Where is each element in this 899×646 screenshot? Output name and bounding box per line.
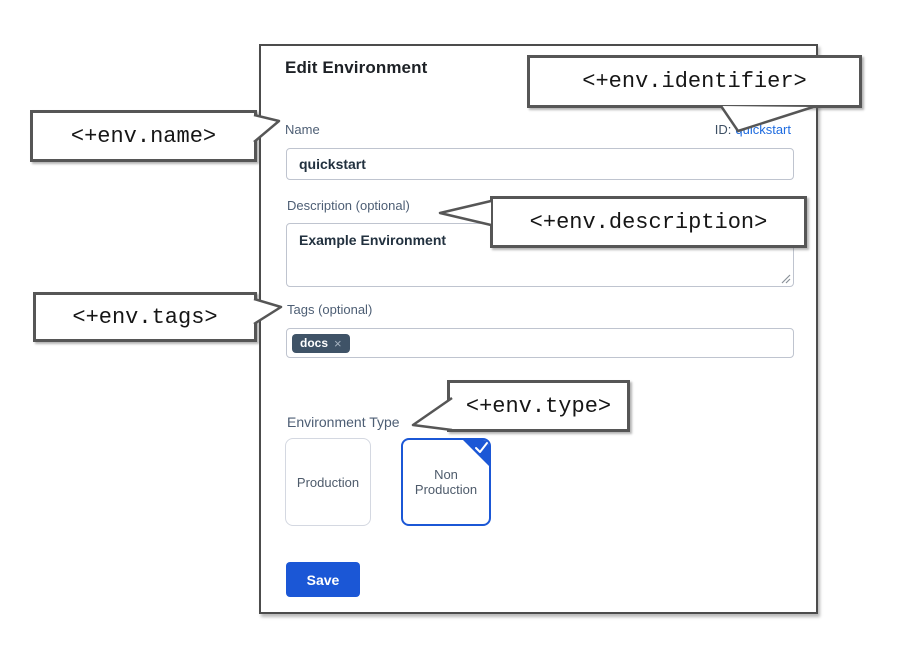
callout-env-type-tail bbox=[411, 396, 453, 432]
resize-handle-icon[interactable] bbox=[781, 274, 791, 284]
callout-env-name: <+env.name> bbox=[30, 110, 257, 162]
environment-type-cards: Production Non Production bbox=[285, 438, 491, 526]
callout-env-tags: <+env.tags> bbox=[33, 292, 257, 342]
type-card-non-production[interactable]: Non Production bbox=[401, 438, 491, 526]
callout-env-description: <+env.description> bbox=[490, 196, 807, 248]
type-card-non-production-label: Non Production bbox=[414, 467, 478, 497]
type-card-production[interactable]: Production bbox=[285, 438, 371, 526]
callout-env-identifier-tail bbox=[719, 105, 814, 133]
dialog-title: Edit Environment bbox=[285, 58, 428, 77]
name-label: Name bbox=[285, 122, 320, 137]
description-label: Description (optional) bbox=[287, 198, 410, 213]
callout-env-description-tail bbox=[438, 199, 492, 227]
save-button[interactable]: Save bbox=[286, 562, 360, 597]
edit-environment-dialog: Edit Environment Name ID:quickstart Desc… bbox=[259, 44, 818, 614]
name-input[interactable] bbox=[286, 148, 794, 180]
tag-chip-label: docs bbox=[300, 336, 329, 350]
environment-type-label: Environment Type bbox=[287, 414, 400, 430]
remove-tag-icon[interactable]: × bbox=[334, 335, 342, 351]
callout-env-tags-tail bbox=[253, 297, 283, 326]
tag-chip: docs × bbox=[292, 333, 350, 353]
callout-env-name-tail bbox=[253, 113, 281, 143]
tags-label: Tags (optional) bbox=[287, 302, 373, 317]
id-label: ID: bbox=[714, 122, 732, 137]
tags-input[interactable]: docs × bbox=[286, 328, 794, 358]
checkmark-icon bbox=[463, 440, 489, 466]
type-card-production-label: Production bbox=[296, 474, 360, 490]
callout-env-type: <+env.type> bbox=[447, 380, 630, 432]
callout-env-identifier: <+env.identifier> bbox=[527, 55, 862, 108]
